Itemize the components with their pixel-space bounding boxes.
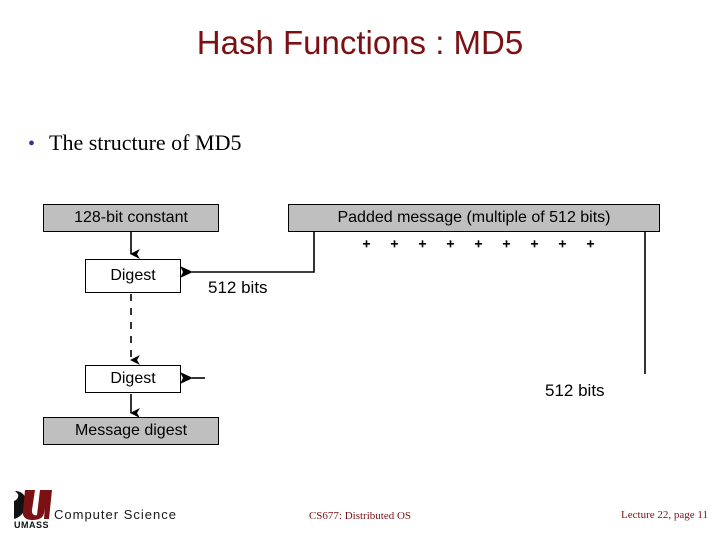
footer-page-info: Lecture 22, page 11 (621, 509, 708, 521)
tick-mark (503, 240, 510, 248)
footer-department: Computer Science (54, 507, 177, 522)
label-512-bits-top: 512 bits (208, 278, 268, 297)
tick-mark (391, 240, 398, 248)
tick-mark (447, 240, 454, 248)
tick-mark (559, 240, 566, 248)
umass-logo: UMASS (13, 489, 53, 531)
box-padded-message: Padded message (multiple of 512 bits) (288, 204, 660, 232)
page-title: Hash Functions : MD5 (196, 24, 524, 61)
box-digest-2: Digest (85, 365, 181, 393)
box-digest-1: Digest (85, 259, 181, 293)
tick-mark (531, 240, 538, 248)
box-128-bit-constant: 128-bit constant (43, 204, 219, 232)
box-message-digest: Message digest (43, 417, 219, 445)
tick-mark (475, 240, 482, 248)
bullet-text: The structure of MD5 (49, 130, 242, 155)
label-512-bits-bottom: 512 bits (545, 381, 605, 400)
umass-logo-mark (14, 490, 52, 520)
umass-logo-text: UMASS (14, 520, 50, 530)
tick-mark-group (363, 240, 594, 248)
arrow-block1-to-digest1 (180, 232, 315, 278)
bullet-marker-icon: • (28, 133, 36, 155)
tick-mark (587, 240, 594, 248)
tick-mark (363, 240, 370, 248)
tick-mark (419, 240, 426, 248)
footer-course: CS677: Distributed OS (308, 510, 412, 522)
bullet-item: • The structure of MD5 (28, 130, 241, 156)
